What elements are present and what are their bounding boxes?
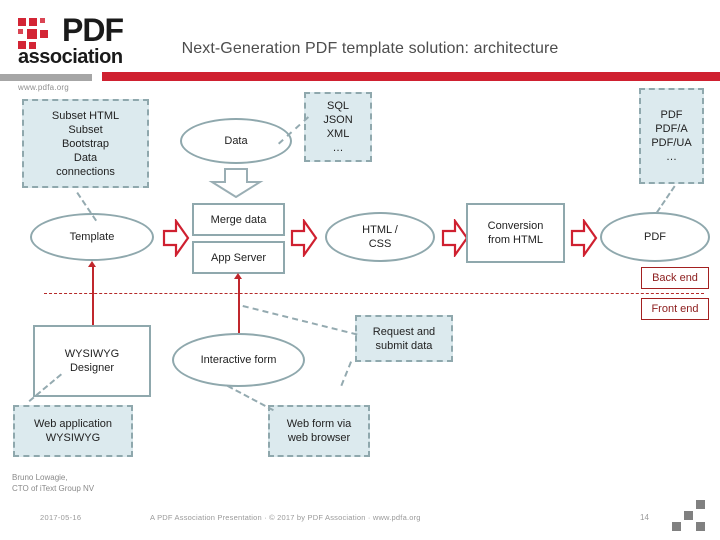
- connector-request-to-webform: [340, 361, 352, 387]
- node-label: Merge data: [210, 213, 267, 226]
- node-pdf: PDF: [600, 212, 710, 262]
- node-web-form: Web form via web browser: [268, 405, 370, 457]
- node-interactive-form: Interactive form: [172, 333, 305, 387]
- node-web-application: Web application WYSIWYG: [13, 405, 133, 457]
- backend-frontend-divider: [44, 293, 704, 294]
- logo-wordmark-pdf: PDF: [62, 12, 124, 48]
- footer-credit: A PDF Association Presentation · © 2017 …: [150, 513, 421, 522]
- byline: Bruno Lowagie, CTO of iText Group NV: [12, 472, 94, 494]
- connector-interactive-to-appserver: [238, 278, 240, 351]
- header-url: www.pdfa.org: [18, 83, 69, 92]
- node-label: HTML / CSS: [362, 224, 398, 250]
- node-label: Conversion from HTML: [487, 220, 544, 246]
- node-label: WYSIWYG Designer: [64, 348, 120, 374]
- logo-squares-icon: [18, 18, 60, 52]
- node-label: Request and submit data: [372, 325, 436, 352]
- gray-down-arrow-icon: [208, 168, 264, 198]
- page-title: Next-Generation PDF template solution: a…: [181, 40, 559, 57]
- connector-wysiwyg-to-template: [92, 266, 94, 325]
- node-template: Template: [30, 213, 154, 261]
- node-data: Data: [180, 118, 292, 164]
- arrow-up-template-icon: [88, 261, 96, 267]
- header-gray-bar: [0, 74, 92, 81]
- connector-interactive-to-webform: [227, 385, 274, 412]
- node-label: Web form via web browser: [286, 418, 352, 444]
- footer-date: 2017-05-16: [40, 513, 82, 522]
- connector-appserver-to-request: [242, 305, 358, 336]
- node-pdf-formats: PDF PDF/A PDF/UA …: [639, 88, 704, 184]
- front-end-text: Front end: [651, 303, 699, 315]
- node-label: Interactive form: [200, 354, 277, 366]
- node-conversion: Conversion from HTML: [466, 203, 565, 263]
- label-front-end: Front end: [641, 298, 709, 320]
- back-end-text: Back end: [652, 272, 698, 284]
- pdf-association-logo: PDF association: [18, 12, 148, 68]
- red-chevron-1-icon: [162, 219, 190, 257]
- red-chevron-2-icon: [290, 219, 318, 257]
- arrow-up-appserver-icon: [234, 273, 242, 279]
- logo-wordmark-association: association: [18, 46, 123, 68]
- node-wysiwyg-designer: WYSIWYG Designer: [33, 325, 151, 397]
- red-chevron-3-icon: [441, 219, 469, 257]
- node-merge-data: Merge data: [192, 203, 285, 236]
- node-label: Web application WYSIWYG: [33, 418, 113, 444]
- node-app-server: App Server: [192, 241, 285, 274]
- node-request-submit: Request and submit data: [355, 315, 453, 362]
- footer-page-number: 14: [640, 513, 649, 522]
- node-label: Subset HTML Subset Bootstrap Data connec…: [51, 109, 120, 178]
- node-html-css: HTML / CSS: [325, 212, 435, 262]
- node-label: Data: [224, 135, 248, 147]
- node-formats: SQL JSON XML …: [304, 92, 372, 162]
- byline-line-1: Bruno Lowagie,: [12, 473, 68, 482]
- node-subset-html: Subset HTML Subset Bootstrap Data connec…: [22, 99, 149, 188]
- byline-line-2: CTO of iText Group NV: [12, 484, 95, 493]
- node-label: PDF PDF/A PDF/UA …: [651, 109, 692, 163]
- footer-squares-icon: [672, 500, 708, 531]
- header-red-bar: [102, 72, 720, 81]
- red-chevron-4-icon: [570, 219, 598, 257]
- node-label: Template: [69, 231, 115, 243]
- connector-pdf-to-pdf-formats: [656, 185, 676, 214]
- node-label: SQL JSON XML …: [323, 100, 353, 154]
- label-back-end: Back end: [641, 267, 709, 289]
- node-label: PDF: [644, 231, 666, 243]
- node-label: App Server: [210, 251, 267, 264]
